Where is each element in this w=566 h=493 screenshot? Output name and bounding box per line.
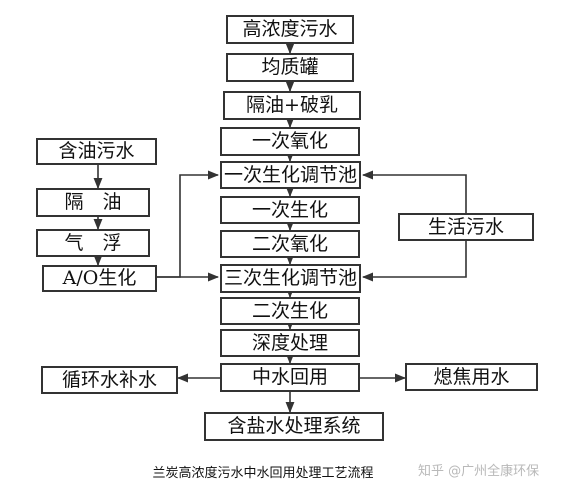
node-advanced-treatment: 深度处理 [220, 329, 360, 357]
node-oil-separation-demulsify: 隔油+破乳 [223, 91, 361, 120]
node-circulating-makeup: 循环水补水 [41, 366, 178, 394]
node-equalizing-tank: 均质罐 [226, 53, 354, 82]
node-first-oxidation: 一次氧化 [220, 127, 360, 156]
arrow-domestic-to-biotank3 [361, 241, 467, 282]
node-coke-quenching: 熄焦用水 [405, 363, 538, 391]
arrow-domestic-to-biotank1 [361, 170, 467, 213]
node-high-wastewater: 高浓度污水 [226, 15, 354, 44]
node-oil-separation: 隔 油 [36, 188, 150, 217]
node-third-bio-tank: 三次生化调节池 [220, 264, 361, 293]
watermark: 知乎 @广州全康环保 [418, 464, 540, 479]
node-air-flotation: 气 浮 [36, 229, 150, 257]
node-second-oxidation: 二次氧化 [220, 230, 360, 258]
node-first-bio: 一次生化 [220, 196, 360, 224]
node-domestic-wastewater: 生活污水 [398, 213, 534, 241]
node-ao-bio: A/O生化 [42, 265, 157, 292]
arrow-ao-to-biotank1 [157, 170, 220, 278]
node-saline-system: 含盐水处理系统 [204, 412, 384, 441]
node-second-bio: 二次生化 [220, 297, 360, 325]
node-oily-wastewater: 含油污水 [36, 138, 157, 165]
node-first-bio-tank: 一次生化调节池 [220, 161, 361, 189]
diagram-caption: 兰炭高浓度污水中水回用处理工艺流程 [152, 466, 374, 481]
node-reclaimed-water: 中水回用 [220, 363, 360, 392]
